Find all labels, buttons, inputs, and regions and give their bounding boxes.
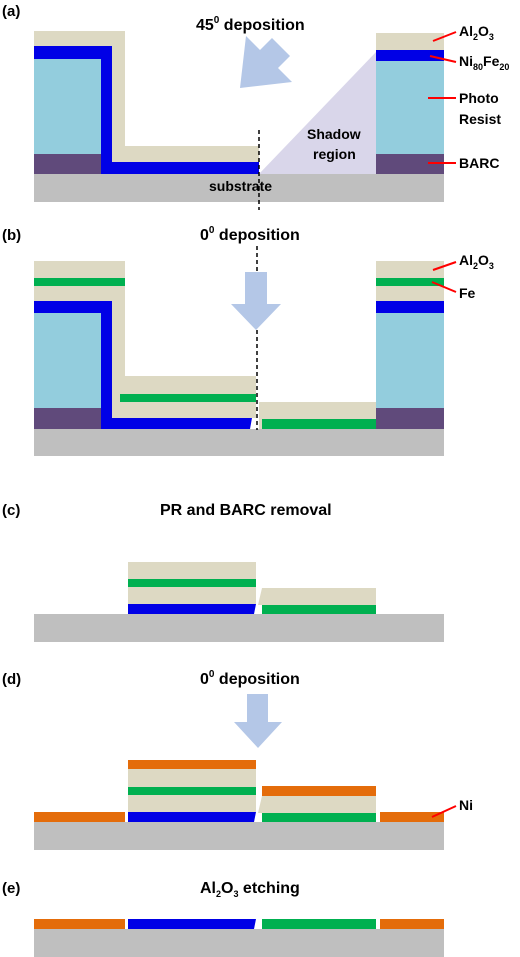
panel-c-letter: (c) — [2, 502, 20, 519]
panel-b-fe-label: Fe — [459, 285, 476, 301]
panel-a-title: 450 deposition — [196, 15, 305, 34]
panel-a-right-photoresist — [376, 61, 444, 154]
panel-a-deposition-arrow — [240, 36, 292, 88]
panel-b-right-photoresist — [376, 313, 444, 408]
panel-c-title: PR and BARC removal — [160, 502, 332, 519]
panel-c-left-nife — [128, 604, 256, 614]
panel-b-substrate — [34, 429, 444, 456]
panel-a-title-superscript: 0 — [214, 15, 220, 26]
panel-a-right-nife — [376, 50, 444, 61]
panel-b-al2o3-label: Al2O3 — [459, 252, 494, 271]
panel-b-left-barc — [34, 408, 104, 429]
panel-d-ni-pointer — [431, 805, 457, 818]
panel-e-right-ni — [380, 919, 444, 929]
panel-c-substrate — [34, 614, 444, 642]
panel-b-right-top-alumina-lower — [376, 286, 444, 301]
panel-c-left-alumina-mid — [128, 587, 256, 604]
panel-a-barc-label: BARC — [459, 155, 499, 171]
panel-b-left-top-alumina-upper — [34, 261, 125, 278]
panel-a-al2o3-pointer — [432, 31, 457, 42]
panel-c-left-fe — [128, 579, 256, 587]
panel-a-left-photoresist — [34, 59, 104, 154]
panel-b-letter: (b) — [2, 227, 21, 244]
panel-b-al2o3-pointer — [432, 261, 457, 271]
panel-c: (c) PR and BARC removal — [2, 502, 444, 642]
panel-a-shadow-region — [259, 52, 376, 174]
panel-a-title-rest: deposition — [219, 17, 304, 34]
panel-d-left-fe — [128, 787, 256, 795]
panel-d-ni-label: Ni — [459, 797, 473, 813]
panel-b-left-top-alumina-lower — [34, 286, 125, 301]
panel-b-right-fe — [376, 278, 444, 286]
panel-d-substrate — [34, 822, 444, 850]
panel-a-resist-label: Resist — [459, 111, 501, 127]
panel-d-right-fe — [262, 813, 376, 822]
panel-c-right-alumina — [258, 588, 376, 605]
panel-d: (d) 00 deposition Ni — [2, 669, 473, 850]
panel-b-title: 00 deposition — [200, 225, 300, 244]
panel-a-left-barc — [34, 154, 104, 174]
panel-d-right-alumina — [258, 796, 376, 813]
panel-d-right-outer-ni — [380, 812, 444, 822]
panel-a-right-barc — [376, 154, 444, 174]
panel-a-photo-label: Photo — [459, 90, 499, 106]
panel-c-left-alumina-top — [128, 562, 256, 579]
panel-d-left-alumina-mid — [128, 795, 256, 812]
panel-e-left-ni — [34, 919, 125, 929]
panel-d-left-alumina-top — [128, 769, 256, 787]
panel-a-right-alumina — [376, 33, 444, 50]
panel-a-alumina-layer — [34, 31, 259, 162]
panel-b-trench-fe — [120, 394, 256, 402]
panel-e: (e) Al2O3 etching — [2, 880, 444, 957]
panel-b-right-barc — [376, 408, 444, 429]
panel-d-left-outer-ni — [34, 812, 125, 822]
panel-a-letter: (a) — [2, 3, 20, 20]
panel-a-shadow-label-line2: region — [313, 146, 356, 162]
panel-d-left-ni — [128, 760, 256, 769]
panel-a-substrate — [34, 174, 444, 202]
panel-a-nife-pointer — [429, 55, 457, 63]
panel-b: (b) 00 deposition Al2O3 Fe — [2, 225, 494, 456]
panel-a-nife-label: Ni80Fe20 — [459, 53, 509, 72]
panel-e-substrate — [34, 929, 444, 957]
panel-b-right-top-alumina-upper — [376, 261, 444, 278]
panel-b-left-fe — [34, 278, 125, 286]
panel-a-shadow-label-line1: Shadow — [307, 126, 361, 142]
panel-d-right-ni — [262, 786, 376, 796]
panel-e-fe — [262, 919, 376, 929]
panel-a-al2o3-label: Al2O3 — [459, 23, 494, 42]
panel-e-nife — [128, 919, 256, 929]
panel-b-right-trench-fe — [262, 419, 376, 429]
panel-b-left-photoresist — [34, 313, 104, 408]
panel-c-right-fe — [262, 605, 376, 614]
panel-b-right-nife — [376, 301, 444, 313]
panel-b-fe-pointer — [431, 281, 457, 293]
panel-a-substrate-label: substrate — [209, 178, 272, 194]
panel-d-letter: (d) — [2, 671, 21, 688]
panel-e-letter: (e) — [2, 880, 20, 897]
panel-a-nife-layer — [34, 46, 259, 174]
panel-b-alumina-under-layer — [112, 286, 256, 418]
panel-e-title: Al2O3 etching — [200, 880, 300, 899]
panel-d-left-nife — [128, 812, 256, 822]
panel-a: (a) 450 deposition Shadow region substra… — [2, 3, 509, 210]
panel-d-deposition-arrow — [234, 694, 282, 748]
panel-b-deposition-arrow — [231, 272, 281, 330]
panel-d-title: 00 deposition — [200, 669, 300, 688]
panel-a-title-number: 45 — [196, 17, 214, 34]
